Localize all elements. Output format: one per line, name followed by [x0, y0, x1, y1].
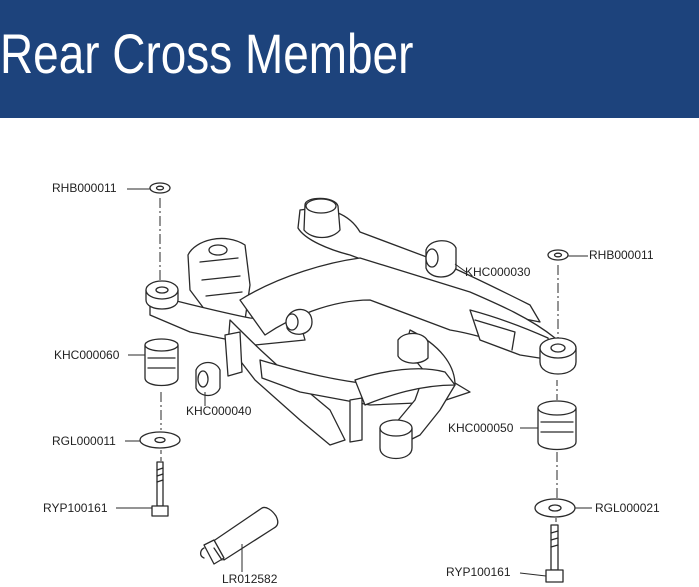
label-khc000050: KHC000050 [448, 421, 514, 435]
khc000060-bush [144, 344, 179, 387]
label-rgl000021: RGL000021 [595, 501, 660, 515]
label-lr012582: LR012582 [222, 572, 278, 586]
rear-frame-rail [297, 208, 541, 323]
lr012582-tube [211, 506, 279, 561]
rear-mount-top [305, 198, 337, 214]
label-ryp100161-right: RYP100161 [446, 565, 511, 579]
label-khc000040: KHC000040 [186, 404, 252, 418]
khc000050-bush [537, 407, 577, 451]
label-rhb000011-left: RHB000011 [52, 181, 117, 195]
parts-diagram: RHB000011 RHB000011 KHC000030 KHC000060 … [0, 118, 699, 587]
cross-member-drawing [116, 182, 592, 583]
page-title: Rear Cross Member [0, 22, 414, 85]
label-khc000060: KHC000060 [54, 348, 120, 362]
label-rgl000011: RGL000011 [52, 434, 116, 448]
page-header: Rear Cross Member [0, 0, 699, 118]
label-rhb000011-right: RHB000011 [589, 248, 654, 262]
right-wing [354, 368, 456, 406]
label-ryp100161-left: RYP100161 [43, 501, 108, 515]
label-khc000030: KHC000030 [465, 265, 531, 279]
